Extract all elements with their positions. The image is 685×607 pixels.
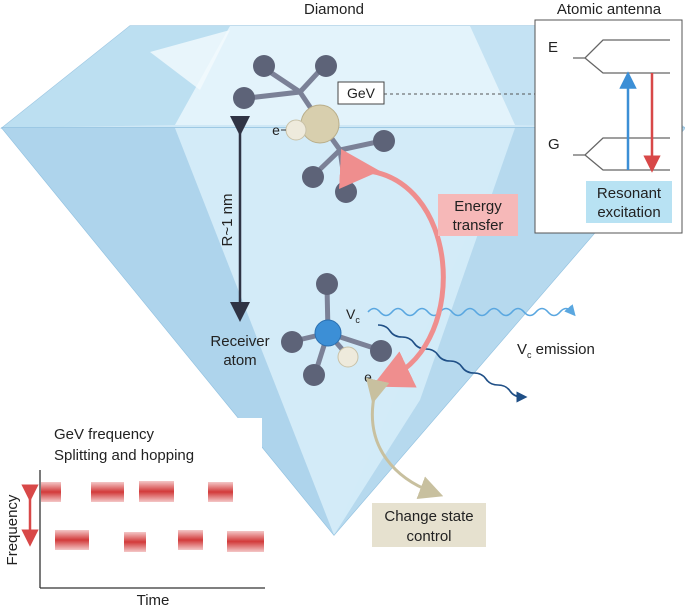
frequency-bar [124,532,146,552]
frequency-bars [41,481,264,552]
frequency-bar [208,482,233,502]
receiver-label-line1: Receiver [210,333,269,350]
energy-transfer-line1: Energy [454,198,502,215]
carbon-atom [281,331,303,353]
frequency-bar [227,531,264,552]
carbon-atom [303,364,325,386]
electron-top [285,119,307,141]
gev-label-box [337,81,385,105]
x-axis-label: Time [137,592,170,607]
gev-label: GeV [347,85,376,101]
resonant-line2: excitation [597,204,660,221]
frequency-bar [139,481,174,502]
carbon-atom [316,273,338,295]
electron-bottom [337,346,359,368]
carbon-atom [233,87,255,109]
diamond-title: Diamond [304,1,364,18]
change-state-line2: control [406,528,451,545]
frequency-bar [178,530,203,550]
vc-atom [314,319,342,347]
distance-label: R~1 nm [219,194,236,247]
energy-transfer-box [438,194,518,236]
carbon-atom [302,166,324,188]
energy-transfer-line2: transfer [453,217,504,234]
frequency-bar [55,530,89,550]
carbon-atom [335,181,357,203]
frequency-bar [41,482,61,502]
energy-levels [573,39,670,171]
y-axis-label: Frequency [4,494,21,565]
receiver-label-line2: atom [223,352,256,369]
change-state-line1: Change state [384,508,473,525]
level-g-label: G [548,136,560,153]
frequency-title-line1: GeV frequency [54,426,155,443]
energy-transfer-arrow [338,148,446,388]
carbon-atom [253,55,275,77]
resonant-line1: Resonant [597,185,662,202]
frequency-plot-bg [2,418,262,607]
antenna-title: Atomic antenna [557,1,662,18]
change-state-arrow [365,377,444,500]
emission-label: Vc emission [517,341,595,360]
gev-atom [300,104,340,144]
carbon-atom [370,340,392,362]
frequency-title-line2: Splitting and hopping [54,447,194,464]
frequency-bar [91,482,124,502]
carbon-atom [315,55,337,77]
carbon-atom [373,130,395,152]
electron-top-label: e [272,122,280,138]
resonant-box [586,181,672,223]
electron-bottom-label: e [364,369,372,385]
level-e-label: E [548,39,558,56]
change-state-box [372,503,486,547]
